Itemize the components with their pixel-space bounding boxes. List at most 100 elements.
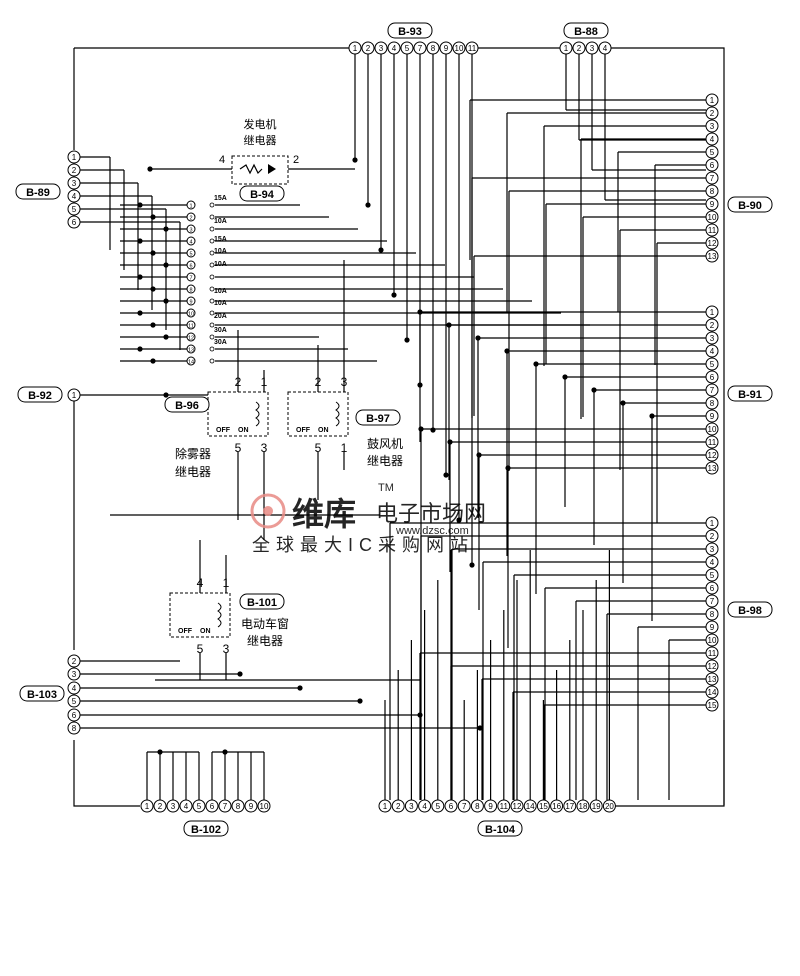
fuse-contact [209,238,215,244]
blower-relay-pin: 1 [341,441,348,455]
b93-pin-circle [413,41,427,55]
fuse-rating: 10A [214,261,227,268]
b102-pin-number: 8 [236,802,241,811]
b101-tag-text: B-101 [247,597,277,609]
defogger-relay-body [207,391,269,437]
b93-tag-text: B-93 [398,26,422,38]
fuse-rating: 30A [214,327,227,334]
b88-pin-circle [598,41,612,55]
watermark-slogan: 全球最大IC采购网站 [252,535,474,555]
b90-pin-circle [705,106,719,120]
fuse-rating: 15A [214,195,227,202]
blower-relay-name: 鼓风机 [367,437,403,451]
b98-pin-number: 9 [710,623,715,632]
b91-pin-circle [705,331,719,345]
b91-pin-circle [705,383,719,397]
splice-dot [150,250,156,256]
splice-dot [620,400,626,406]
b103-pin-number: 8 [72,724,77,733]
b98-pin-circle [705,542,719,556]
b91-pin-circle [705,422,719,436]
b91-pin-circle [705,409,719,423]
fuse-terminal [186,344,196,354]
b91-tag-frame [727,385,773,402]
fuse-terminal [186,272,196,282]
b88-pin-circle [585,41,599,55]
splice-dot [150,322,156,328]
fuse-contact [209,286,215,292]
watermark-logo-dot [263,506,273,516]
b91-pin-number: 4 [710,347,715,356]
b102-pin-number: 1 [145,802,150,811]
splice-dot [147,166,153,172]
b98-pin-circle [705,555,719,569]
b88-pin-circle [559,41,573,55]
fuse-contact [209,250,215,256]
b98-pin-number: 12 [708,662,717,671]
b103-pin-number: 4 [72,684,77,693]
b90-pin-circle [705,145,719,159]
fuse-terminal [186,200,196,210]
b91-pin-number: 11 [708,438,717,447]
b98-pin-number: 3 [710,545,715,554]
fuse-pin-number: 8 [189,288,192,294]
b98-pin-circle [705,698,719,712]
b102-pin-number: 7 [223,802,228,811]
b88-pin-number: 1 [564,44,569,53]
b88-pin-number: 2 [577,44,582,53]
diode-icon [268,164,276,174]
b98-pin-circle [705,607,719,621]
b91-pin-circle [705,435,719,449]
b104-pin-number: 4 [422,802,427,811]
b104-pin-number: 1 [383,802,388,811]
b93-pin-number: 4 [392,44,397,53]
generator-relay-name: 发电机 [244,117,277,131]
watermark: 维库 电子市场网 TM www.dzsc.com 全球最大IC采购网站 [250,482,486,555]
b104-pin-circle [523,799,537,813]
b90-pin-number: 5 [710,148,715,157]
b104-pin-circle [378,799,392,813]
b102-pin-circle [257,799,271,813]
watermark-logo-icon [250,493,286,529]
fuse-terminal [186,212,196,222]
b98-pin-number: 1 [710,519,715,528]
splice-dot [163,226,169,232]
b92-pin-number: 1 [72,391,77,400]
b102-pin-circle [244,799,258,813]
defogger-relay-on-label: ON [238,427,249,434]
splice-dot [591,387,597,393]
b104-pin-number: 7 [462,802,467,811]
b98-tag-text: B-98 [738,605,762,617]
b104-pin-number: 17 [565,802,574,811]
splice-dot [504,348,510,354]
b90-pin-circle [705,132,719,146]
splice-dot [163,298,169,304]
b90-pin-circle [705,93,719,107]
b98-pin-number: 5 [710,571,715,580]
defogger-relay-coil-icon [255,401,260,427]
b93-pin-number: 9 [444,44,449,53]
fuse-rating: 20A [214,313,227,320]
watermark-tm: TM [378,482,394,494]
splice-dot [137,346,143,352]
b104-pin-circle [457,799,471,813]
b91-pin-circle [705,396,719,410]
b91-pin-circle [705,448,719,462]
b104-pin-circle [536,799,550,813]
splice-dot [562,374,568,380]
splice-dot [163,392,169,398]
b93-pin-circle [439,41,453,55]
b104-pin-circle [391,799,405,813]
fuse-rating: 15A [214,236,227,243]
b104-pin-circle [431,799,445,813]
splice-dot [150,358,156,364]
b90-pin-circle [705,158,719,172]
b104-pin-number: 11 [500,802,509,811]
b103-pin-number: 3 [72,670,77,679]
fuse-contact [209,274,215,280]
b93-pin-number: 1 [353,44,358,53]
b90-pin-number: 4 [710,135,715,144]
